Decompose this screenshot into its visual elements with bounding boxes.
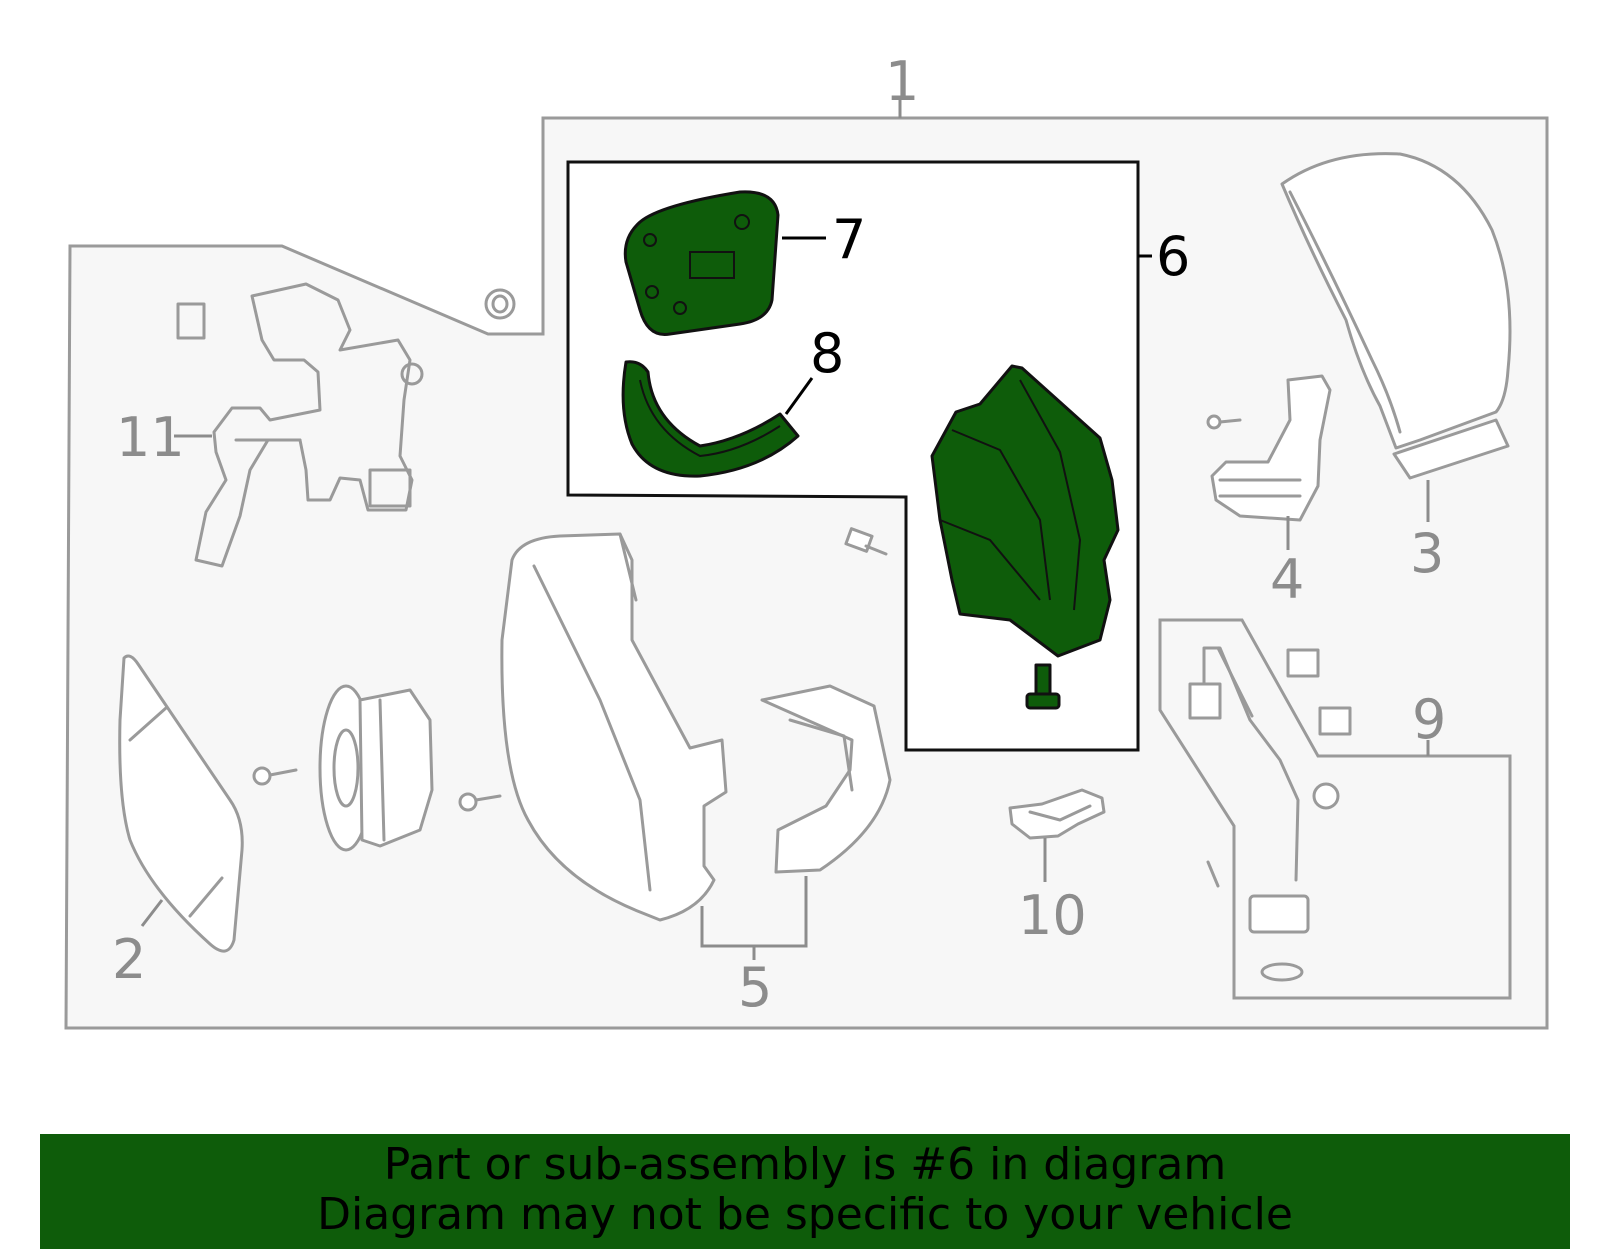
part-6-screw bbox=[1025, 663, 1061, 710]
part-10-bracket bbox=[1008, 788, 1106, 840]
screw-b bbox=[458, 792, 502, 812]
part-6-base bbox=[930, 364, 1120, 658]
callout-3: 3 bbox=[1410, 522, 1444, 585]
part-8-trim bbox=[621, 360, 800, 478]
part-5-housing bbox=[500, 532, 892, 922]
part-9-harness bbox=[1188, 646, 1352, 982]
callout-8: 8 bbox=[810, 322, 844, 385]
grommet bbox=[484, 288, 516, 320]
callout-9: 9 bbox=[1412, 688, 1446, 751]
screw-a bbox=[252, 766, 298, 786]
assembly-panel bbox=[64, 116, 1549, 1030]
callout-10: 10 bbox=[1018, 884, 1087, 947]
part-2-mirror-glass bbox=[118, 654, 244, 953]
info-banner: Part or sub-assembly is #6 in diagram Di… bbox=[40, 1134, 1570, 1249]
callout-2: 2 bbox=[112, 928, 146, 991]
part-7-plate bbox=[623, 190, 780, 336]
callout-7: 7 bbox=[832, 208, 866, 271]
part-4-turn-signal bbox=[1206, 374, 1332, 522]
motor-unit bbox=[318, 684, 434, 852]
callout-5: 5 bbox=[738, 956, 772, 1019]
banner-line-2: Diagram may not be specific to your vehi… bbox=[317, 1189, 1293, 1240]
callout-11: 11 bbox=[116, 406, 185, 469]
screw-c bbox=[844, 527, 888, 556]
part-3-cover bbox=[1280, 152, 1512, 480]
callout-6: 6 bbox=[1156, 225, 1190, 288]
callout-1: 1 bbox=[885, 50, 919, 113]
part-11-actuator bbox=[176, 282, 424, 568]
callout-4: 4 bbox=[1270, 548, 1304, 611]
banner-line-1: Part or sub-assembly is #6 in diagram bbox=[383, 1139, 1227, 1190]
